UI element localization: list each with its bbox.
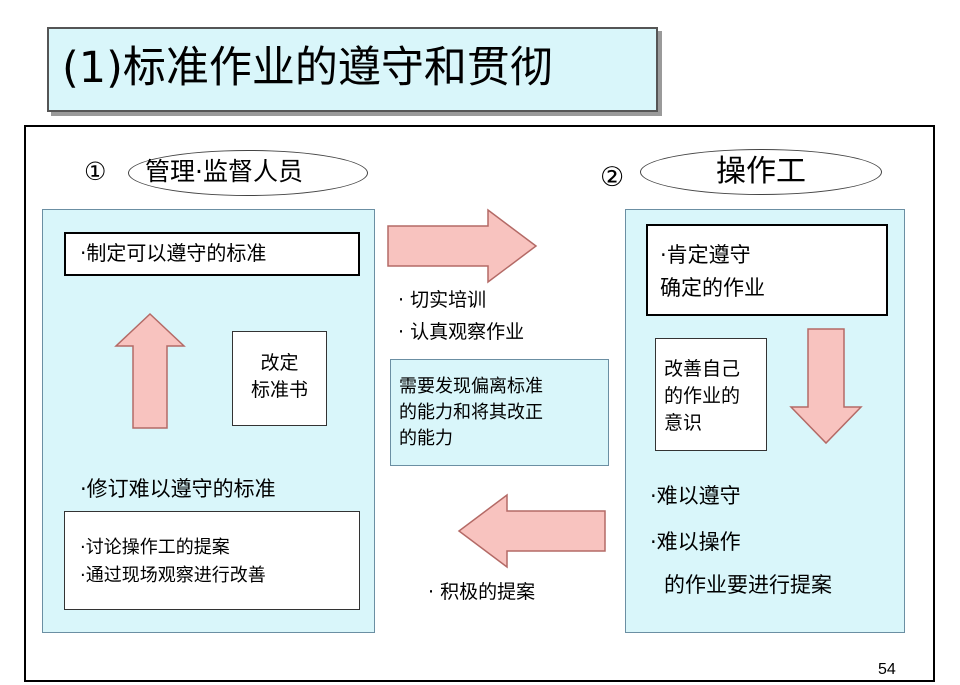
awareness-box: [655, 338, 767, 451]
up-arrow-shape: [114, 312, 186, 429]
left-marker: ①: [84, 157, 107, 186]
left-arrow: [457, 493, 606, 569]
diagram-frame: [24, 125, 935, 682]
right-top-item-line1: ·肯定遵守: [660, 243, 751, 267]
middle-bullet-observe: · 认真观察作业: [398, 321, 525, 343]
ability-line2: 的能力和将其改正: [399, 402, 543, 423]
awareness-line1: 改善自己: [664, 358, 741, 380]
right-arrow-shape: [387, 208, 538, 284]
awareness-line2: 的作业的: [664, 385, 741, 407]
page-number: 54: [878, 661, 896, 678]
method-observe: ·通过现场观察进行改善: [80, 565, 266, 586]
revise-standard-line2: 标准书: [250, 379, 308, 401]
middle-bullet-training: · 切实培训: [398, 289, 487, 311]
right-bottom-item-2: ·难以操作: [650, 530, 741, 554]
left-arrow-shape: [457, 493, 606, 569]
right-top-item-box: [646, 224, 888, 316]
title-box: [47, 27, 658, 112]
left-methods-box: [64, 511, 360, 610]
right-top-item-line2: 确定的作业: [660, 276, 765, 300]
left-role-pill: [128, 150, 368, 196]
revise-standard-line1: 改定: [260, 352, 299, 374]
right-role-pill: [640, 149, 882, 195]
right-marker: ②: [600, 162, 625, 193]
left-top-item: ·制定可以遵守的标准: [80, 241, 267, 265]
down-arrow-shape: [789, 328, 863, 445]
right-role-label: 操作工: [716, 154, 806, 189]
awareness-line3: 意识: [664, 412, 703, 434]
page-title: (1)标准作业的遵守和贯彻: [62, 43, 553, 93]
left-role-label: 管理·监督人员: [145, 157, 303, 186]
left-top-item-box: [64, 232, 360, 276]
revise-standard-doc: [232, 331, 327, 426]
middle-bullet-proposal: · 积极的提案: [428, 581, 536, 603]
down-arrow: [789, 328, 863, 445]
ability-line3: 的能力: [399, 428, 453, 449]
right-arrow: [387, 208, 538, 284]
ability-line1: 需要发现偏离标准: [399, 376, 543, 397]
method-discuss: ·讨论操作工的提案: [80, 537, 230, 558]
left-bottom-item: ·修订难以遵守的标准: [80, 477, 276, 501]
right-bottom-item-1: ·难以遵守: [650, 484, 741, 508]
ability-box: [390, 359, 609, 466]
right-bottom-item-3: 的作业要进行提案: [664, 573, 832, 597]
up-arrow: [114, 312, 186, 429]
